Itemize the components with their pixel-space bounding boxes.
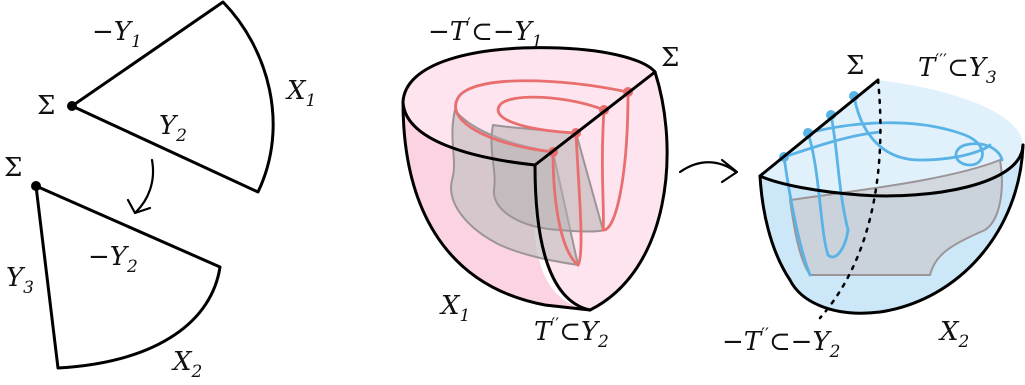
- blue-curves: [782, 94, 1004, 277]
- label-sigma-right: Σ: [846, 51, 864, 81]
- sigma-point-bottom: [31, 181, 41, 191]
- hidden-curve: [818, 78, 882, 320]
- label-t-triple-prime: T′′′⊂Y3: [918, 51, 997, 88]
- blue-solid: [758, 78, 1025, 320]
- label-minus-t-prime: −T′⊂−Y1: [428, 15, 543, 52]
- label-t-double-prime: T′′⊂Y2: [534, 315, 609, 352]
- label-y3-wedge: Y3: [6, 263, 34, 298]
- label-minus-y1: −Y1: [92, 17, 142, 52]
- label-sigma-middle: Σ: [661, 43, 679, 73]
- label-x1-solid: X1: [439, 291, 470, 326]
- label-minus-y2-wedge: −Y2: [88, 242, 138, 277]
- curved-arrow-right: [678, 158, 739, 184]
- label-x1-wedge: X1: [285, 76, 316, 111]
- label-x2-wedge: X2: [171, 347, 202, 382]
- sigma-point: [67, 101, 77, 111]
- red-curves: [454, 79, 630, 268]
- pink-solid: [401, 46, 669, 312]
- pink-wedge: [67, 0, 275, 194]
- blue-wedge: [31, 181, 222, 370]
- label-sigma-left-bottom: Σ: [4, 153, 22, 183]
- curved-arrow-down: [126, 158, 155, 215]
- label-y2-wedge: Y2: [159, 111, 187, 146]
- label-x2-solid: X2: [938, 317, 969, 352]
- label-sigma-left-top: Σ: [37, 91, 55, 121]
- label-minus-t-double-prime: −T′′⊂−Y2: [722, 325, 840, 362]
